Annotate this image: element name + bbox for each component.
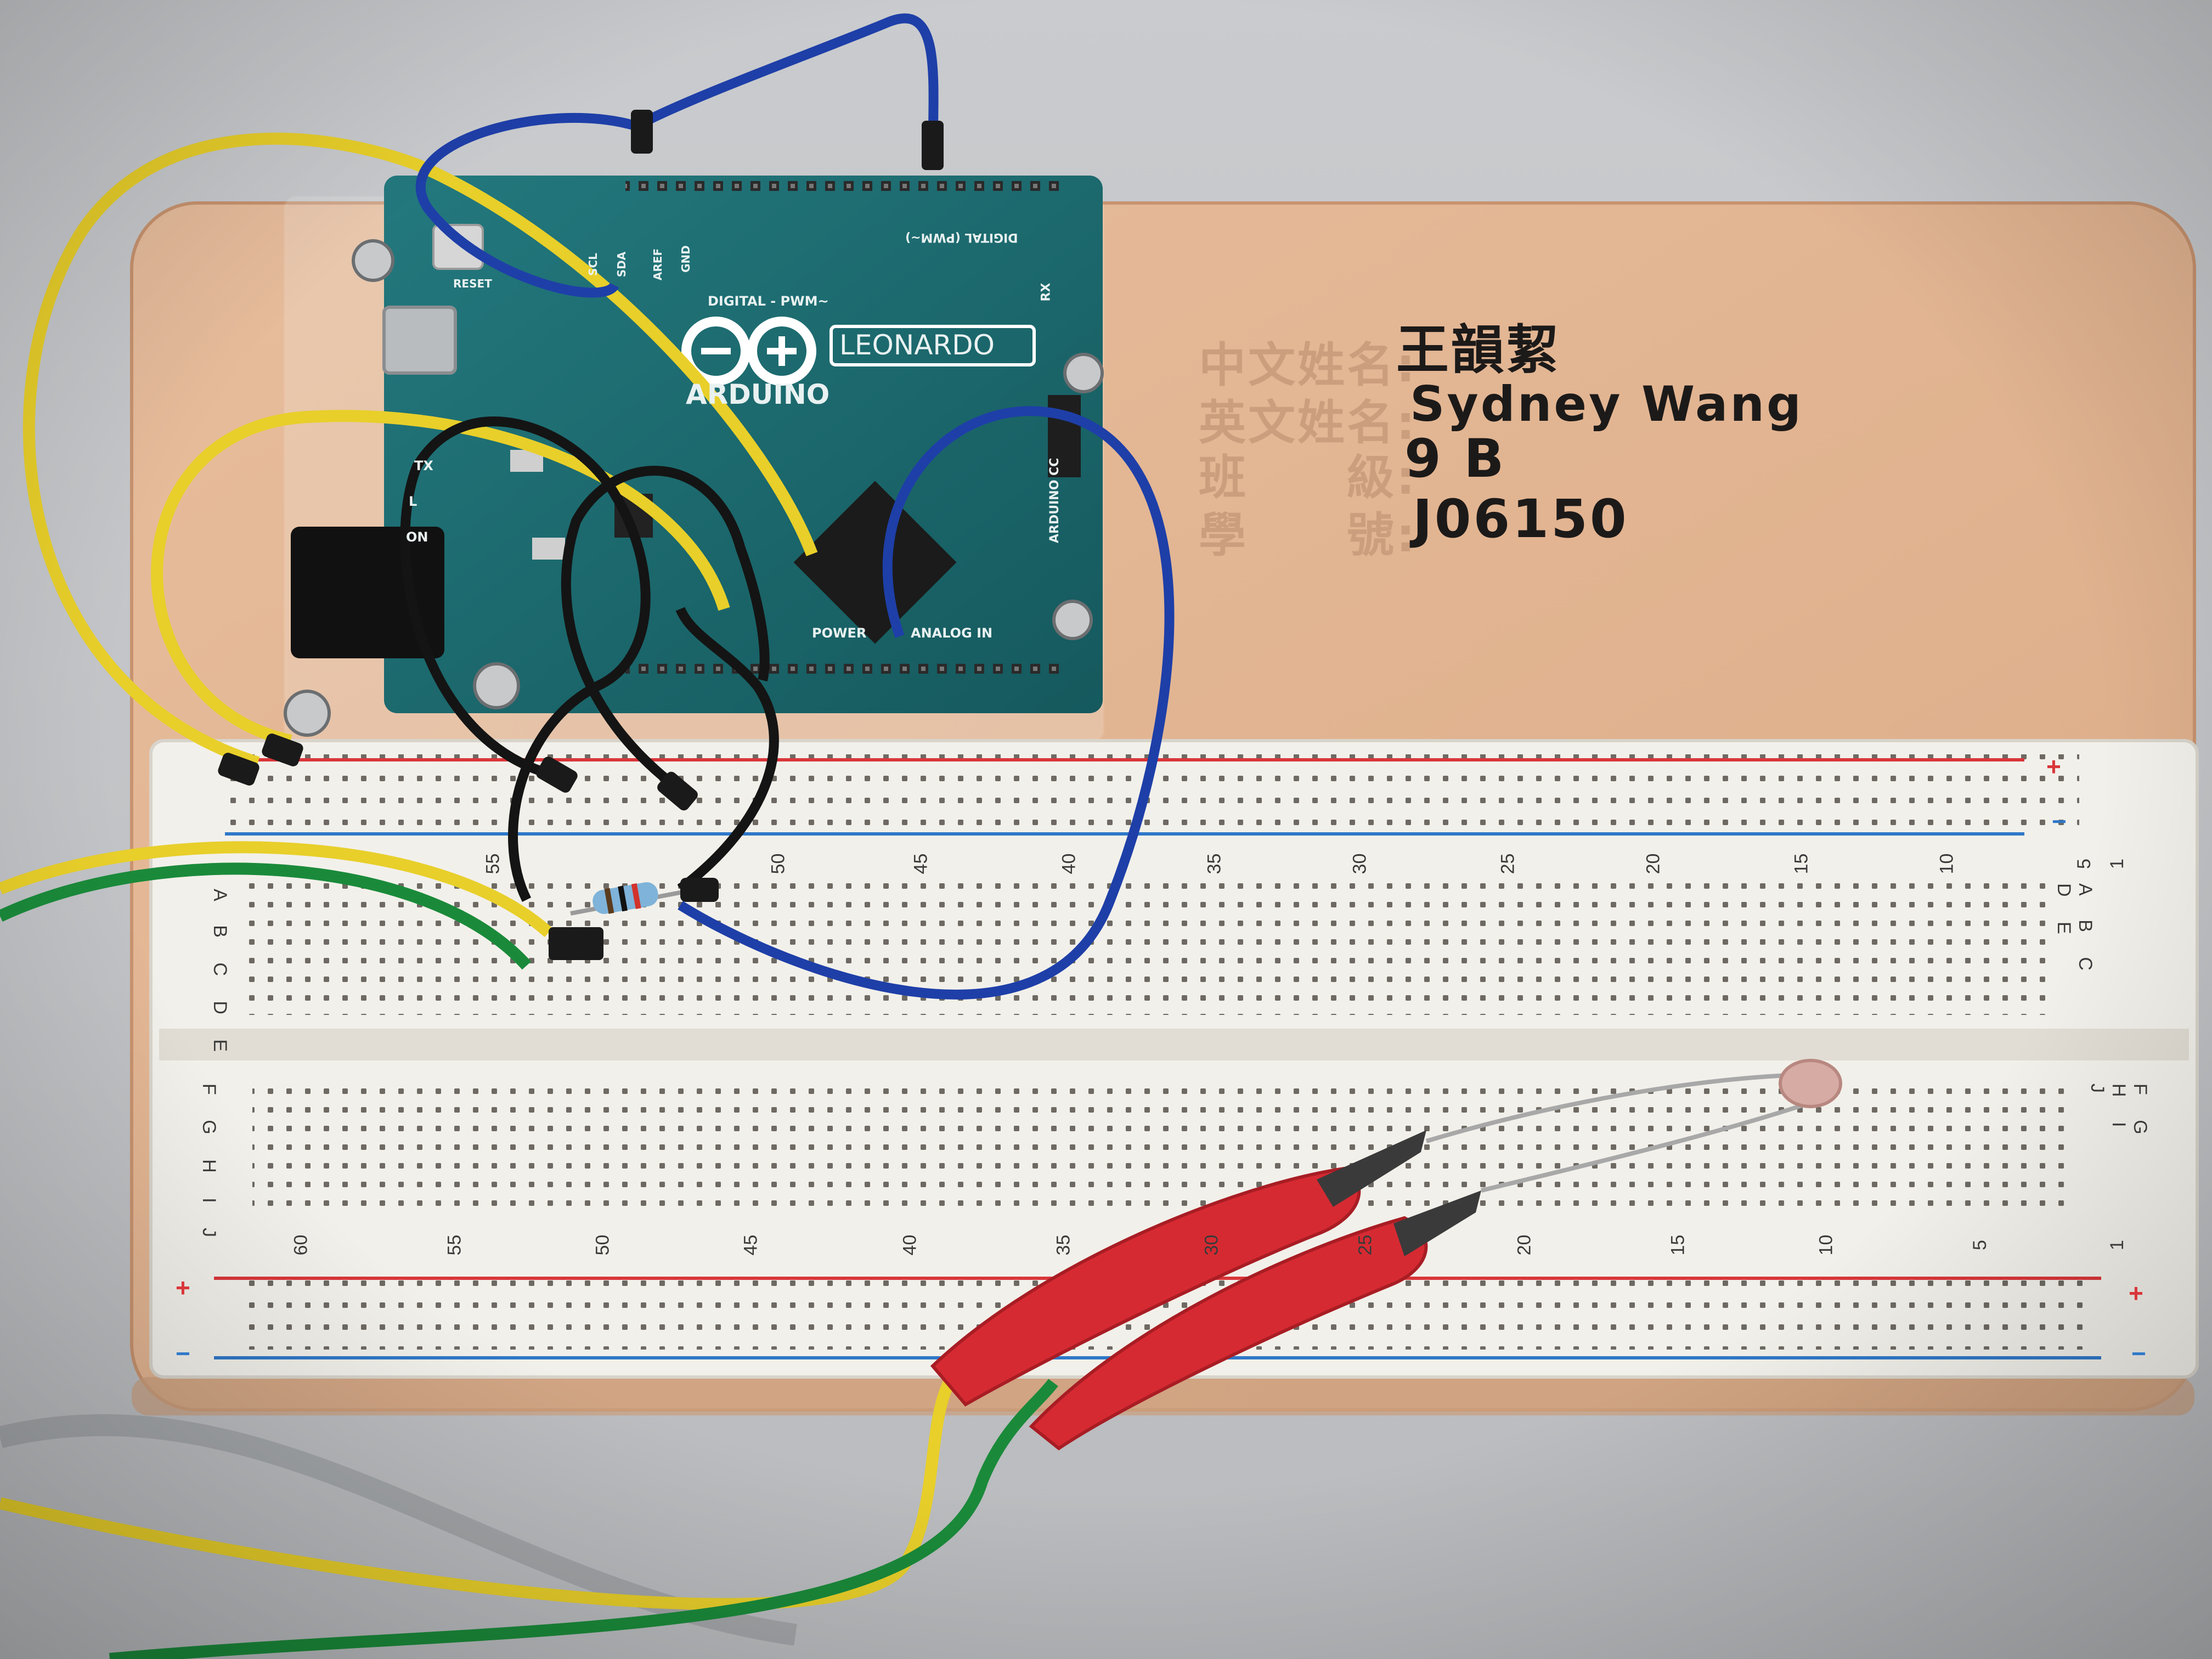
upper-column-number-11: 1 xyxy=(2106,859,2128,869)
lower-column-number-7: 25 xyxy=(1355,1234,1376,1256)
tx-led-label: TX xyxy=(414,458,433,473)
digital-inner-label: DIGITAL - PWM~ xyxy=(708,294,829,309)
class-value: 9 B xyxy=(1404,428,1506,489)
bottom-rail-minus-right: − xyxy=(2131,1339,2146,1368)
english-name-value: Sydney Wang xyxy=(1410,376,1804,432)
scl-label: SCL xyxy=(586,253,600,276)
top-rail-minus: − xyxy=(2052,807,2067,836)
upper-column-number-1: 50 xyxy=(768,853,789,874)
rx-led-label: RX xyxy=(1039,283,1053,302)
lower-column-number-11: 5 xyxy=(1969,1240,1990,1250)
student-no-title: 學 號: xyxy=(1199,508,1418,563)
bottom-rail-minus-left: − xyxy=(176,1339,190,1368)
lower-column-number-5: 35 xyxy=(1053,1234,1074,1256)
upper-column-number-5: 30 xyxy=(1349,853,1370,874)
lower-row-letters-right: F G H I J xyxy=(2087,1084,2151,1144)
aref-label: AREF xyxy=(651,248,665,281)
upper-column-number-2: 45 xyxy=(910,853,932,874)
arduino-brand-label: ARDUINO xyxy=(686,379,830,410)
upper-column-number-7: 20 xyxy=(1643,853,1664,874)
on-led-label: ON xyxy=(406,529,428,545)
sda-label: SDA xyxy=(615,251,629,278)
chinese-name-value: 王韻絜 xyxy=(1396,319,1561,381)
chinese-name-title: 中文姓名: xyxy=(1199,338,1418,393)
lower-column-number-12: 1 xyxy=(2106,1240,2128,1250)
upper-column-number-0: 55 xyxy=(482,853,504,874)
student-no-value: J06150 xyxy=(1413,488,1629,550)
lower-column-number-2: 50 xyxy=(592,1234,613,1256)
l-led-label: L xyxy=(409,494,417,509)
lower-column-number-6: 30 xyxy=(1201,1234,1222,1256)
gnd-label: GND xyxy=(679,245,692,273)
upper-column-number-4: 35 xyxy=(1204,853,1225,874)
analog-in-label: ANALOG IN xyxy=(911,625,993,641)
upper-row-letters-right: A B C D E xyxy=(2053,883,2096,980)
lower-column-number-9: 15 xyxy=(1667,1234,1689,1256)
upper-column-number-3: 40 xyxy=(1058,853,1080,874)
lower-column-number-3: 45 xyxy=(740,1234,761,1256)
lower-row-letters-left: F G H I J xyxy=(199,1084,219,1247)
lower-column-number-4: 40 xyxy=(899,1234,921,1256)
arduino-model-label: LEONARDO xyxy=(839,329,995,361)
class-title: 班 級: xyxy=(1199,450,1418,505)
lower-column-number-10: 10 xyxy=(1815,1234,1837,1256)
power-label: POWER xyxy=(812,625,867,641)
bottom-rail-plus-right: + xyxy=(2129,1279,2143,1307)
lower-column-number-0: 60 xyxy=(290,1234,312,1256)
arduino-cc-label: ARDUINO CC xyxy=(1048,458,1062,543)
digital-top-label: DIGITAL (PWM~) xyxy=(905,230,1018,244)
top-rail-plus: + xyxy=(2046,752,2061,781)
lower-column-number-8: 20 xyxy=(1514,1234,1535,1256)
upper-column-number-6: 25 xyxy=(1497,853,1519,874)
upper-column-number-8: 15 xyxy=(1791,853,1812,874)
upper-row-letters-left: A B C D E xyxy=(210,889,230,1062)
bottom-rail-plus-left: + xyxy=(176,1273,190,1302)
reset-label: RESET xyxy=(453,277,492,290)
upper-column-number-9: 10 xyxy=(1936,853,1957,874)
upper-column-number-10: 5 xyxy=(2073,859,2095,869)
lower-column-number-1: 55 xyxy=(444,1234,465,1256)
english-name-title: 英文姓名: xyxy=(1199,396,1418,450)
